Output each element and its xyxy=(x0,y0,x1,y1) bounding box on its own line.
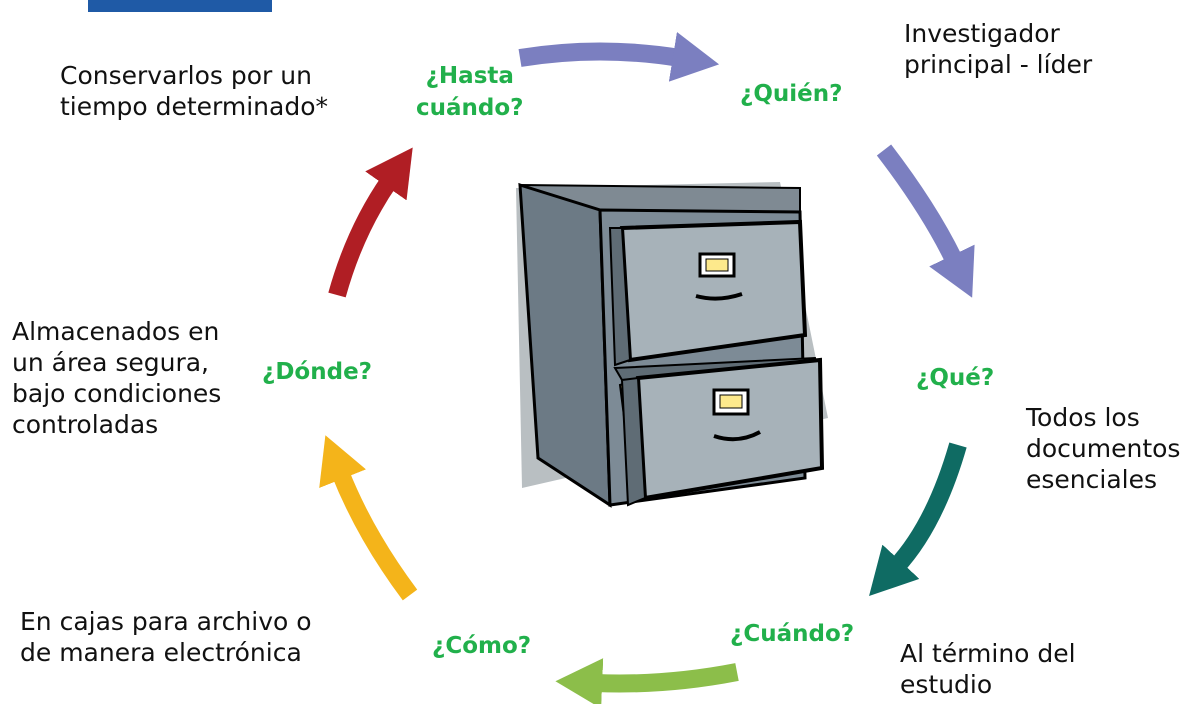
answer-cuando: Al término del estudio xyxy=(900,639,1076,699)
question-hasta-cuando: ¿Hasta cuándo? xyxy=(416,63,524,121)
cycle-arrow-donde-hasta xyxy=(328,147,413,298)
filing-cabinet-icon xyxy=(516,182,828,508)
answer-como: En cajas para archivo o de manera electr… xyxy=(20,607,312,667)
cycle-arrow-que-cuando xyxy=(869,442,967,597)
question-quien: ¿Quién? xyxy=(740,81,843,107)
brand-bar xyxy=(88,0,272,12)
answer-donde: Almacenados en un área segura, bajo cond… xyxy=(12,317,222,439)
question-que: ¿Qué? xyxy=(916,365,995,391)
answer-hasta-cuando: Conservarlos por un tiempo determinado* xyxy=(60,61,328,121)
answer-quien: Investigador principal - líder xyxy=(904,19,1093,79)
cycle-arrow-quien-que xyxy=(876,144,975,298)
cycle-arrow-como-donde xyxy=(319,435,418,601)
question-donde: ¿Dónde? xyxy=(262,359,373,385)
question-cuando: ¿Cuándo? xyxy=(730,621,855,647)
cycle-arrow-cuando-como xyxy=(555,658,739,704)
answer-que: Todos los documentos esenciales xyxy=(1026,403,1181,494)
question-como: ¿Cómo? xyxy=(432,633,532,659)
cycle-arrow-hasta-quien xyxy=(518,31,720,82)
